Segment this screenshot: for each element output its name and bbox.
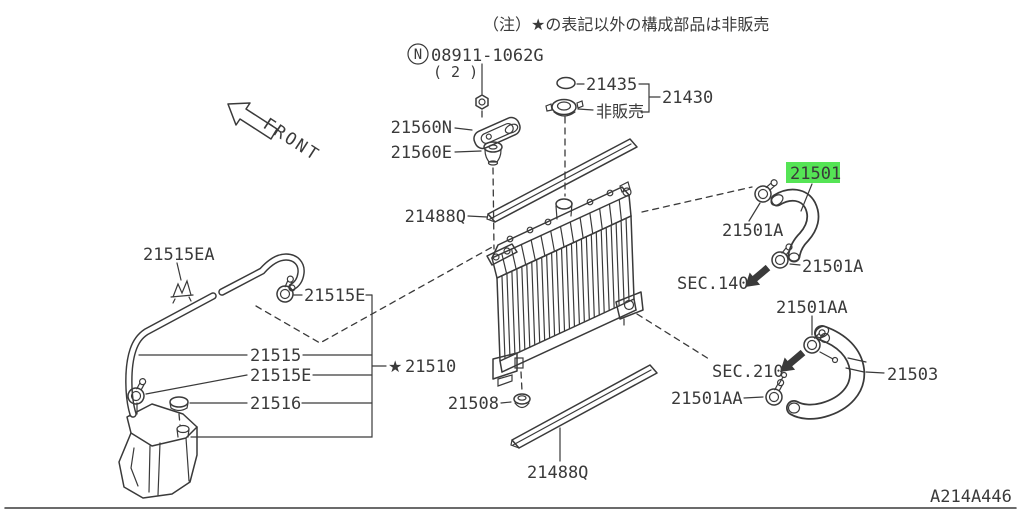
lower-seal-strip-icon — [510, 364, 658, 449]
part-label-21516[interactable]: 21516 — [250, 394, 301, 414]
circled-n-icon — [407, 43, 429, 65]
part-label-21501a-upper[interactable]: 21501A — [722, 221, 783, 241]
part-label-21515e-hose[interactable]: 21515E — [304, 286, 365, 306]
front-arrow: FRONT — [227, 102, 324, 166]
star-mark: ★ — [388, 357, 402, 376]
locator-dash-left — [255, 245, 495, 344]
bracket-21430-lines — [638, 83, 661, 113]
front-label: FRONT — [259, 114, 323, 165]
part-label-21488q-bottom[interactable]: 21488Q — [527, 463, 588, 483]
sec210-label: SEC.210 — [712, 362, 784, 382]
diagram-code: A214A446 — [930, 487, 1012, 507]
part-label-21510[interactable]: 21510 — [405, 357, 456, 377]
hose-clamp-icon — [771, 243, 793, 269]
filler-neck-icon — [555, 198, 573, 220]
grommet-21560e-icon — [483, 141, 503, 166]
overflow-hose-21515-drawing — [125, 253, 305, 418]
locator-dash-lower-right — [636, 313, 710, 360]
part-label-21501aa-lower[interactable]: 21501AA — [671, 389, 743, 409]
hose-clamp-icon — [754, 179, 778, 203]
upper-hose-21501-drawing — [770, 188, 820, 263]
part-label-21501aa-upper[interactable]: 21501AA — [776, 298, 848, 318]
highlight-box-21501 — [786, 162, 840, 183]
hose-clamp-icon — [803, 329, 826, 354]
label-bracket-lines — [190, 294, 373, 438]
reservoir-tank-drawing — [118, 402, 198, 499]
part-label-21488q-top[interactable]: 21488Q — [405, 207, 466, 227]
part-label-21508[interactable]: 21508 — [448, 394, 499, 414]
sec140-arrow — [745, 264, 771, 287]
part-label-21560e[interactable]: 21560E — [391, 143, 452, 163]
hose-clamp-icon — [276, 275, 294, 303]
hose-clamp-icon — [127, 378, 147, 405]
part-label-21515e-tank[interactable]: 21515E — [250, 366, 311, 386]
part-label-21515ea[interactable]: 21515EA — [143, 245, 215, 265]
reservoir-cap-21516-icon — [169, 396, 189, 412]
part-label-21515[interactable]: 21515 — [250, 346, 301, 366]
drain-plug-21508-icon — [513, 393, 531, 409]
part-label-21430[interactable]: 21430 — [662, 88, 713, 108]
lower-hose-21503-drawing — [786, 325, 867, 420]
clip-21515ea-icon — [170, 279, 194, 304]
gasket-21435-icon — [556, 76, 576, 90]
fastener-qty: ( 2 ) — [433, 63, 478, 81]
sec140-label: SEC.140 — [677, 274, 749, 294]
radiator-cap-icon — [545, 98, 584, 117]
not-for-sale-label: 非販売 — [596, 102, 644, 121]
note-text: （注）★の表記以外の構成部品は非販売 — [483, 15, 769, 34]
sec210-arrow — [780, 349, 806, 372]
radiator-drawing — [486, 181, 644, 387]
fastener-number[interactable]: 08911-1062G — [431, 46, 544, 66]
part-label-21435[interactable]: 21435 — [586, 75, 637, 95]
locator-dash-upper-right — [641, 186, 753, 213]
hose-clamp-icon — [765, 379, 785, 406]
nut-icon — [475, 94, 489, 110]
part-label-21501[interactable]: 21501 — [790, 164, 841, 184]
part-label-21503[interactable]: 21503 — [887, 365, 938, 385]
part-label-21501a-lower[interactable]: 21501A — [802, 257, 863, 277]
part-label-21560n[interactable]: 21560N — [391, 118, 452, 138]
fastener-nut-callout: N 08911-1062G ( 2 ) — [407, 43, 544, 118]
fastener-prefix: N — [414, 47, 422, 63]
upper-seal-strip-icon — [486, 138, 638, 223]
bracket-21560n-icon — [473, 116, 521, 150]
